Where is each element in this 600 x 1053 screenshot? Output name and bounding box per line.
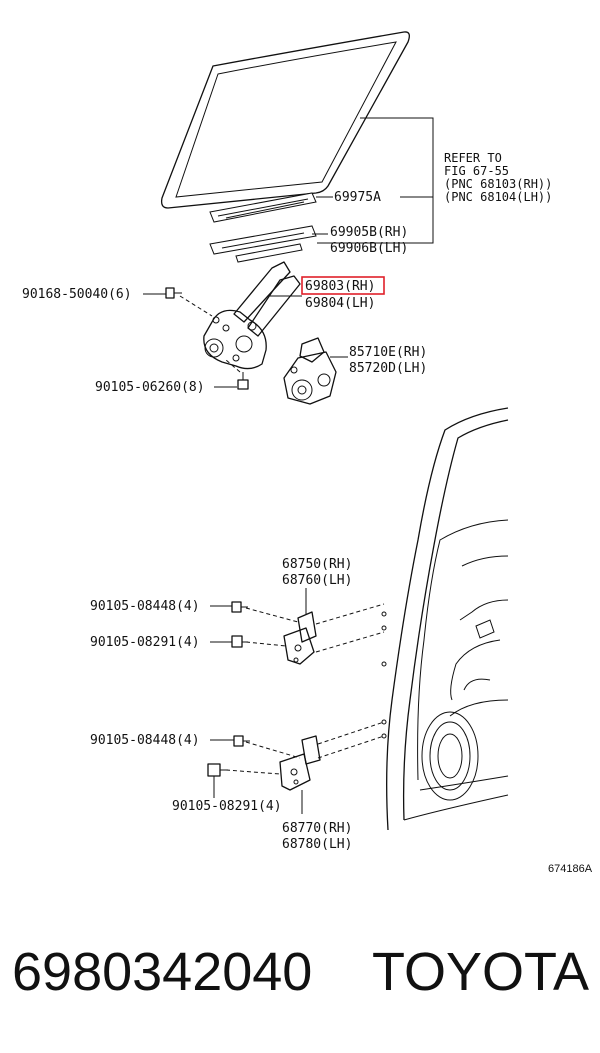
label-90105-06260: 90105-06260(8) [95, 380, 205, 395]
label-85720d: 85720D(LH) [349, 361, 427, 376]
refer-to-line-4: (PNC 68104(LH)) [444, 190, 552, 204]
figure-number: 674186A [548, 863, 593, 875]
bolt-90105-08448-upper [231, 601, 248, 613]
label-90168: 90168-50040(6) [22, 287, 132, 302]
label-68770: 68770(RH) [282, 821, 352, 836]
label-69804: 69804(LH) [305, 296, 375, 311]
label-90105-08448-lower: 90105-08448(4) [90, 733, 200, 748]
label-85710e: 85710E(RH) [349, 345, 427, 360]
door-glass [160, 31, 410, 209]
bolt-90105-08291-upper [231, 635, 248, 648]
label-68780: 68780(LH) [282, 837, 352, 852]
refer-to-line-2: FIG 67-55 [444, 164, 509, 178]
bolt-90105-08291-lower [207, 763, 228, 777]
bolt-90105-06260 [237, 372, 249, 390]
upper-hinge [283, 611, 317, 665]
highlight-box-69803 [301, 276, 385, 295]
label-69803: 69803(RH) [305, 279, 375, 294]
glass-run-channel-lower [209, 225, 317, 263]
refer-to-line-1: REFER TO [444, 151, 502, 165]
lower-hinge [279, 735, 321, 791]
label-90105-08448-upper: 90105-08448(4) [90, 599, 200, 614]
glass-run-channel-upper [209, 192, 317, 223]
label-68750: 68750(RH) [282, 557, 352, 572]
door-panel [381, 407, 509, 831]
refer-to-note: REFER TO FIG 67-55 (PNC 68103(RH)) (PNC … [444, 151, 552, 204]
part-number: 6980342040 [12, 942, 312, 1002]
bolt-90105-08448-lower [233, 735, 250, 747]
label-68760: 68760(LH) [282, 573, 352, 588]
window-regulator [203, 261, 301, 370]
refer-to-bracket [317, 117, 434, 244]
brand-name: TOYOTA [372, 942, 589, 1002]
refer-to-line-3: (PNC 68103(RH)) [444, 177, 552, 191]
label-90105-08291-lower: 90105-08291(4) [172, 799, 282, 814]
label-69905b: 69905B(RH) [330, 225, 408, 240]
bolt-90168 [165, 287, 182, 299]
label-69975a: 69975A [334, 190, 381, 205]
label-69906b: 69906B(LH) [330, 241, 408, 256]
window-motor [283, 337, 337, 405]
label-90105-08291-upper: 90105-08291(4) [90, 635, 200, 650]
